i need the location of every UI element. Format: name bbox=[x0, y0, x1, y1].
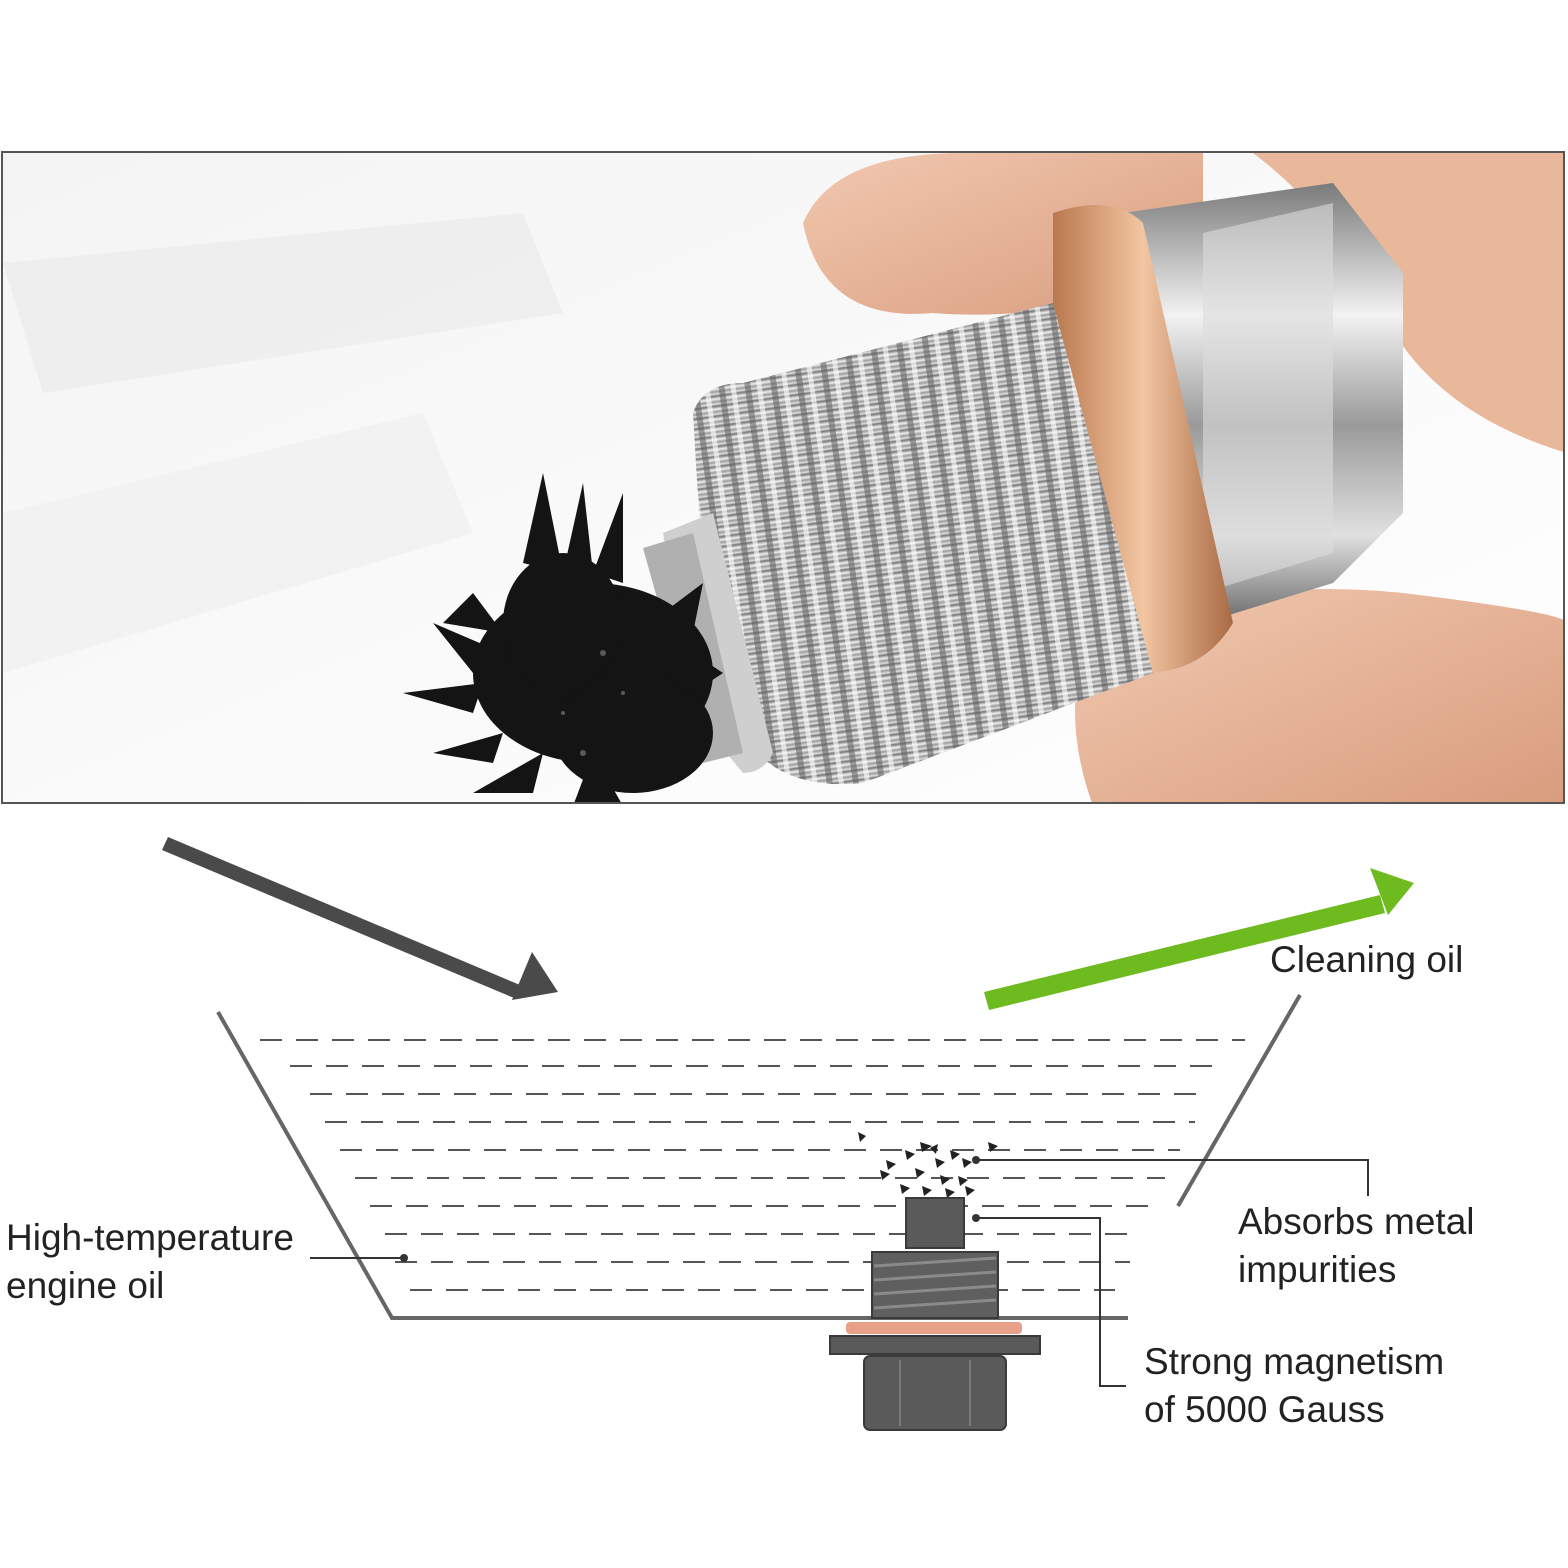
oil-level-lines bbox=[260, 1039, 1245, 1291]
engine-oil-label-line2: engine oil bbox=[6, 1265, 165, 1306]
magnetism-label-line1: Strong magnetism bbox=[1144, 1341, 1445, 1382]
inflow-arrow bbox=[162, 837, 558, 1000]
drain-plug bbox=[829, 1197, 1041, 1431]
absorbs-impurities-label-line2: impurities bbox=[1238, 1249, 1397, 1290]
metal-filings bbox=[403, 473, 723, 802]
leader-lines bbox=[310, 1159, 1369, 1387]
metal-impurities-particles bbox=[858, 1132, 998, 1198]
engine-oil-label-line1: High-temperature bbox=[6, 1217, 294, 1258]
product-photo bbox=[1, 151, 1565, 804]
cleaning-oil-label: Cleaning oil bbox=[1270, 939, 1464, 980]
drain-plug-photo-illustration bbox=[3, 153, 1563, 802]
washer bbox=[846, 1322, 1022, 1334]
absorbs-impurities-label-line1: Absorbs metal bbox=[1238, 1201, 1475, 1242]
magnetism-label-line2: of 5000 Gauss bbox=[1144, 1389, 1385, 1430]
oil-pan-outline bbox=[216, 1011, 1108, 1320]
outflow-arrow bbox=[984, 868, 1414, 1010]
